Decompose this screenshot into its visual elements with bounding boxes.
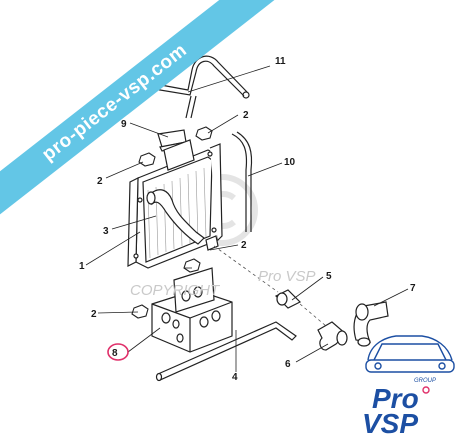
callout-1: 1 — [79, 261, 85, 272]
pro-vsp-logo: GROUP Pro VSP — [362, 335, 455, 435]
callout-4: 4 — [232, 372, 238, 383]
logo-line2: VSP — [362, 408, 418, 435]
callout-labels: 11 9 2 2 10 3 2 1 5 7 2 8 6 4 — [79, 56, 416, 383]
callout-2: 2 — [243, 110, 249, 121]
logo-tag: GROUP — [414, 378, 436, 384]
callout-7: 7 — [410, 283, 416, 294]
hose-part-6 — [317, 321, 348, 351]
hose-part-11 — [142, 55, 250, 119]
watermark-brand: Pro VSP — [258, 268, 316, 285]
callout-11: 11 — [275, 56, 286, 67]
pipe-part-10 — [231, 131, 253, 232]
watermark-copyright: COPYRIGHT — [130, 282, 221, 299]
callout-2: 2 — [91, 309, 97, 320]
pipe-part-4 — [155, 321, 297, 382]
highlight-circle — [107, 343, 129, 361]
callout-5: 5 — [326, 271, 332, 282]
connection-dashes — [213, 245, 327, 327]
callout-2: 2 — [241, 240, 247, 251]
car-outline-icon — [365, 335, 455, 373]
logo-dot — [422, 386, 430, 394]
callout-3: 3 — [103, 226, 109, 237]
callout-6: 6 — [285, 359, 291, 370]
callout-2: 2 — [97, 176, 103, 187]
hose-part-7 — [353, 301, 389, 347]
fitting-part-5 — [274, 289, 302, 309]
radiator-part-1 — [127, 139, 223, 269]
hose-part-3 — [146, 189, 205, 245]
callout-8: 8 — [112, 348, 118, 359]
bracket-part-8 — [151, 267, 233, 353]
callout-10: 10 — [284, 157, 296, 168]
nuts-part-2 — [131, 126, 213, 319]
callout-9: 9 — [121, 119, 127, 130]
leader-lines — [85, 65, 409, 372]
logo-line1: Pro — [372, 383, 419, 414]
